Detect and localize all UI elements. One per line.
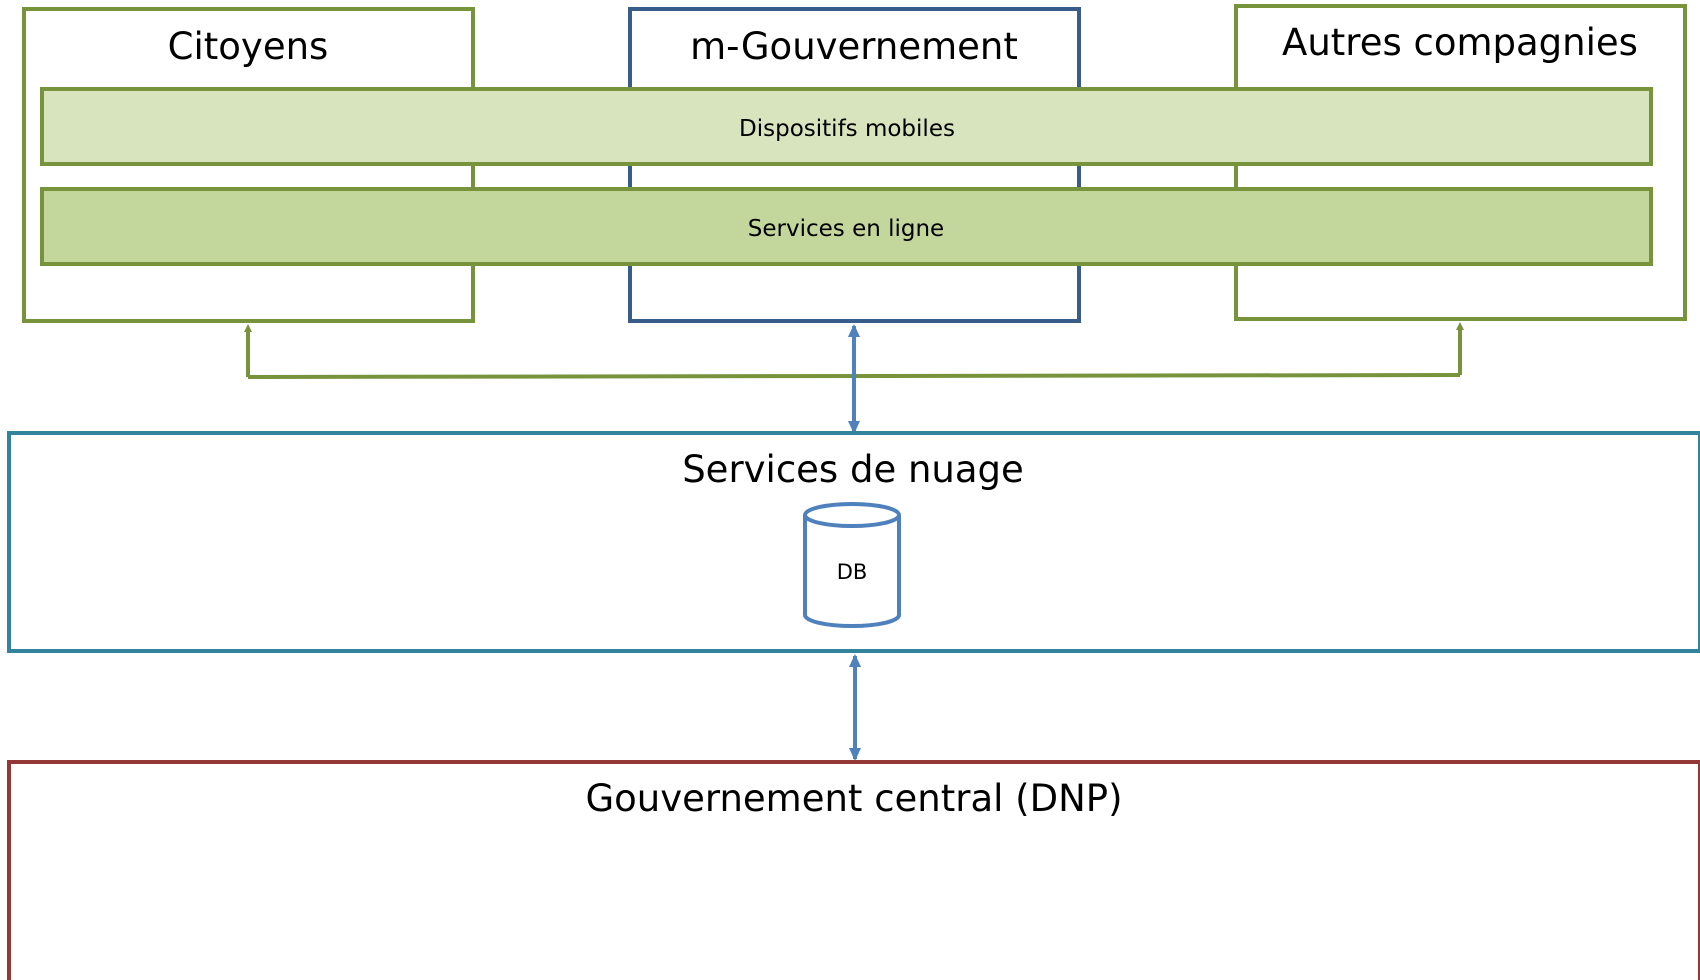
citizens-label: Citoyens [168, 25, 329, 68]
central-government-box: Gouvernement central (DNP) [7, 760, 1700, 980]
mobile-devices-label: Dispositifs mobiles [739, 116, 955, 142]
database-label: DB [837, 560, 868, 584]
database-icon: DB [803, 502, 901, 628]
central-government-label: Gouvernement central (DNP) [585, 777, 1122, 820]
online-services-band: Services en ligne [40, 187, 1653, 266]
other-companies-label: Autres compagnies [1282, 21, 1638, 64]
online-services-label: Services en ligne [748, 216, 944, 242]
cloud-services-label: Services de nuage [682, 448, 1024, 491]
m-government-label: m-Gouvernement [690, 25, 1018, 68]
mobile-devices-band: Dispositifs mobiles [40, 87, 1653, 166]
